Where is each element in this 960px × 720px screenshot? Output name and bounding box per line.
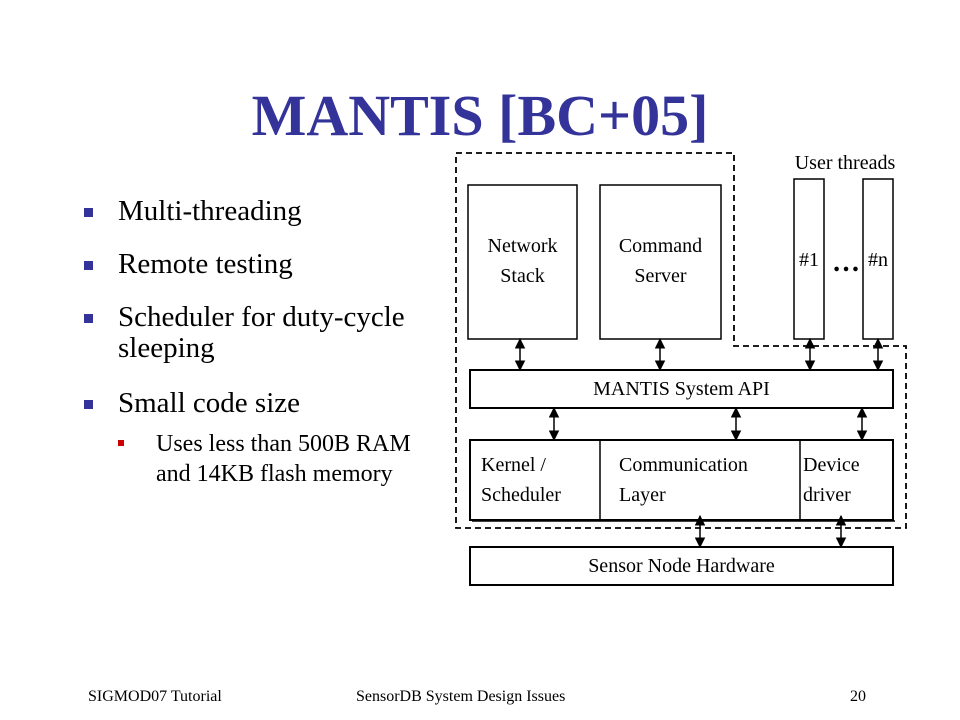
kernel-layer-box bbox=[469, 439, 894, 521]
bullet-item: Small code size bbox=[84, 388, 444, 419]
bullet-item: Scheduler for duty-cycle sleeping bbox=[84, 302, 408, 364]
hardware-label: Sensor Node Hardware bbox=[588, 555, 775, 577]
bullet-marker-icon bbox=[84, 208, 93, 217]
footer-left: SIGMOD07 Tutorial bbox=[88, 688, 222, 705]
bullet-item: Remote testing bbox=[84, 249, 444, 280]
bullet-text: Remote testing bbox=[118, 248, 293, 280]
command-server-box bbox=[599, 184, 722, 340]
kernel-label: Kernel / Scheduler bbox=[481, 454, 561, 506]
bullet-text: Scheduler for duty-cycle sleeping bbox=[118, 301, 405, 364]
bullet-item: Multi-threading bbox=[84, 196, 444, 227]
device-driver-label: Device driver bbox=[803, 454, 860, 506]
bullet-marker-icon bbox=[84, 400, 93, 409]
sub-bullet-item: Uses less than 500B RAM and 14KB flash m… bbox=[118, 429, 446, 489]
sub-bullet-marker-icon bbox=[118, 440, 124, 446]
communication-label: Communication Layer bbox=[619, 454, 748, 506]
footer-page-number: 20 bbox=[850, 688, 866, 705]
network-stack-label: Network Stack bbox=[487, 235, 558, 287]
bullet-text: Small code size bbox=[118, 387, 301, 419]
bullet-text: Multi-threading bbox=[118, 195, 302, 227]
bullet-marker-icon bbox=[84, 261, 93, 270]
slide-title: MANTIS [BC+05] bbox=[251, 83, 709, 148]
hardware-box bbox=[469, 546, 894, 586]
system-api-label: MANTIS System API bbox=[593, 378, 770, 400]
user-threads-label: User threads bbox=[794, 152, 896, 174]
command-server-label: Command Server bbox=[618, 235, 703, 287]
user-thread-1-box bbox=[793, 178, 825, 340]
footer-center: SensorDB System Design Issues bbox=[356, 688, 566, 705]
thread-ellipsis-label: … bbox=[832, 247, 860, 278]
dashed-region-outline bbox=[455, 152, 907, 529]
bullet-marker-icon bbox=[84, 314, 93, 323]
user-thread-n-box bbox=[862, 178, 894, 340]
thread-1-label: #1 bbox=[799, 249, 819, 271]
bullet-list: Multi-threading Remote testing Scheduler… bbox=[84, 196, 444, 489]
system-api-box bbox=[469, 369, 894, 409]
thread-n-label: #n bbox=[868, 249, 888, 271]
sub-bullet-text: Uses less than 500B RAM and 14KB flash m… bbox=[156, 431, 411, 487]
